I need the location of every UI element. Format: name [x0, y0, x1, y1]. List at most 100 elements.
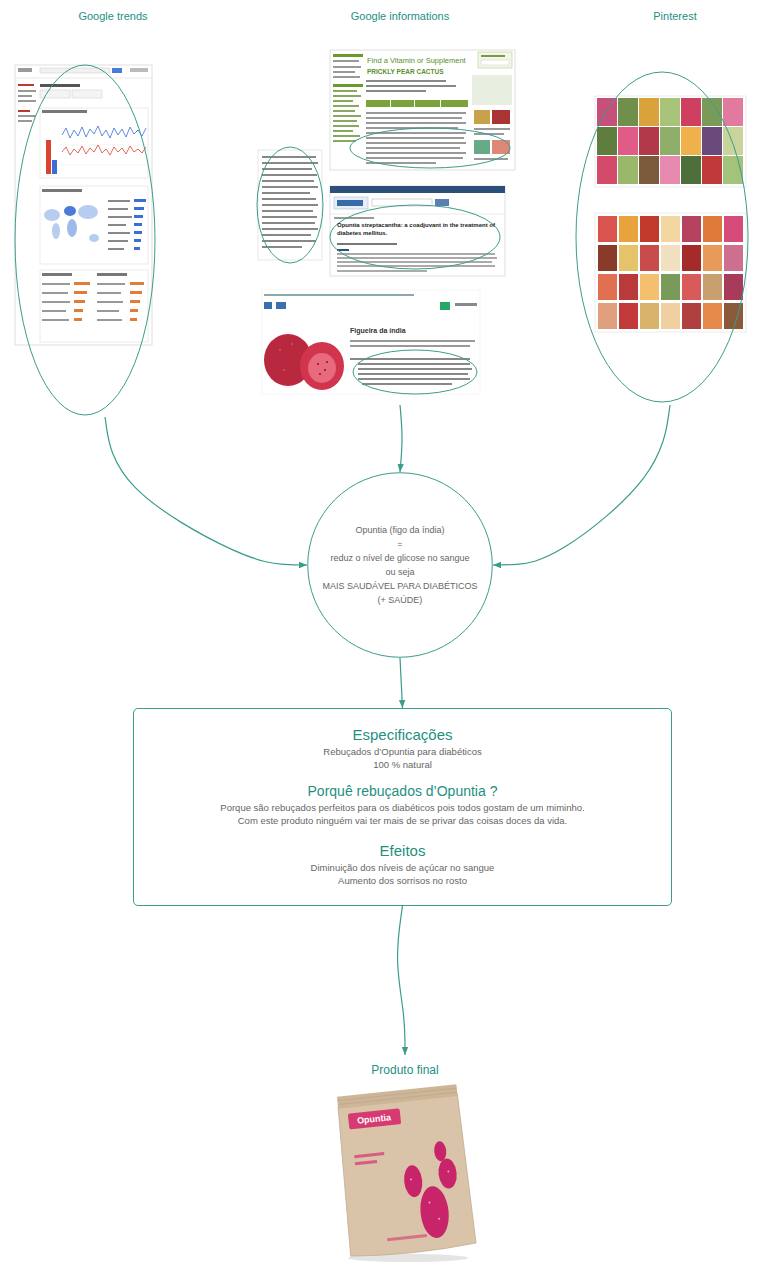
circle-outline — [308, 473, 493, 658]
trends-screenshot — [108, 224, 126, 226]
pubmed-page — [435, 199, 449, 206]
supplement-page — [333, 120, 357, 122]
text-snippet — [262, 156, 316, 158]
trends-screenshot — [108, 240, 128, 242]
circle-text: MAIS SAUDÁVEL PARA DIABÉTICOS — [322, 579, 477, 593]
text-snippet — [262, 192, 310, 194]
trends-screenshot — [134, 199, 146, 202]
pinterest-board — [639, 156, 659, 184]
pinterest-board — [618, 98, 638, 126]
trends-screenshot — [97, 310, 119, 312]
node-outline — [8, 5, 218, 417]
pinterest-board — [640, 245, 659, 271]
pinterest-board — [598, 245, 617, 271]
trends-screenshot — [40, 68, 110, 73]
article-page — [358, 368, 472, 370]
pinterest-board — [723, 127, 743, 155]
article-page — [283, 369, 285, 371]
trends-screenshot — [74, 300, 85, 303]
article-heading: Figueira da índia — [350, 326, 470, 336]
supplement-page — [472, 75, 512, 105]
pinterest-board — [597, 98, 617, 126]
trends-screenshot — [72, 90, 102, 98]
supplement-page — [366, 152, 466, 154]
trends-screenshot — [134, 247, 140, 250]
pubmed-page — [337, 249, 349, 251]
supplement-page — [481, 55, 505, 57]
candy-bag — [348, 1108, 401, 1129]
pubmed-page — [337, 200, 363, 206]
trends-screenshot — [18, 120, 32, 122]
trends-screenshot — [52, 160, 57, 174]
circle-text: ou seja — [385, 565, 414, 579]
article-page — [455, 303, 477, 306]
text-snippet — [262, 234, 311, 236]
article-page — [358, 378, 470, 380]
article-page — [324, 369, 326, 371]
box-text: Aumento dos sorrisos no rosto — [154, 874, 651, 887]
article-page — [362, 383, 452, 385]
trends-screenshot — [108, 208, 128, 210]
trends-screenshot — [44, 209, 60, 221]
supplement-page — [333, 110, 355, 112]
supplement-page — [414, 100, 415, 107]
supplement-page — [366, 112, 466, 114]
node-outline — [250, 5, 550, 405]
supplement-page — [366, 100, 468, 107]
trends-screenshot — [134, 231, 142, 234]
supplement-page — [333, 54, 363, 57]
trends-screenshot — [130, 300, 140, 303]
candy-bag — [428, 1202, 430, 1204]
supplement-page — [366, 147, 460, 149]
trends-screenshot — [42, 310, 66, 312]
text-snippet — [262, 180, 314, 182]
candy-bag — [337, 1084, 458, 1108]
trends-screenshot — [74, 282, 90, 285]
pinterest-board — [640, 274, 659, 300]
supplement-page — [333, 100, 353, 102]
candy-bag — [355, 1160, 377, 1165]
trends-screenshot — [52, 223, 60, 239]
spec-box: EspecificaçõesRebuçados d’Opuntia para d… — [133, 708, 672, 906]
supplement-page — [333, 135, 360, 137]
trends-screenshot — [134, 207, 144, 210]
trends-screenshot — [18, 95, 32, 97]
trends-screenshot — [64, 206, 76, 216]
product-node: Produto final — [320, 1055, 490, 1260]
flow-arrow — [400, 405, 402, 472]
supplement-page — [333, 130, 353, 132]
trends-screenshot — [134, 223, 142, 226]
trends-screenshot — [46, 140, 51, 174]
pinterest-board — [703, 303, 722, 329]
pinterest-board — [660, 156, 680, 184]
pinterest-board — [702, 156, 722, 184]
supplement-page — [333, 84, 363, 87]
box-heading: Especificações — [154, 725, 651, 744]
node-outline — [565, 5, 755, 405]
ellipse-outline — [353, 350, 477, 394]
text-snippet — [258, 150, 322, 260]
supplement-page — [478, 52, 512, 68]
circle-text: (+ SAÚDE) — [378, 593, 423, 607]
text-snippet — [262, 198, 316, 200]
article-page — [308, 353, 336, 383]
supplement-page — [333, 60, 359, 62]
supplement-page — [330, 50, 515, 170]
pinterest-board — [682, 274, 701, 300]
trends-screenshot — [74, 291, 87, 294]
circle-text: = — [397, 537, 402, 551]
pinterest-board — [702, 98, 722, 126]
pinterest-board — [682, 303, 701, 329]
trends-screenshot — [112, 68, 122, 73]
text-snippet — [262, 186, 318, 188]
ellipse-outline — [350, 128, 510, 168]
supplement-page — [366, 142, 466, 144]
trends-screenshot — [40, 108, 148, 178]
article-page — [440, 302, 450, 310]
supplement-page — [333, 90, 357, 92]
pinterest-board — [724, 245, 743, 271]
box-text: Diminuição dos níveis de açúcar no sangu… — [154, 861, 651, 874]
box-text: Com este produto ninguém vai ter mais de… — [154, 814, 651, 827]
trends-screenshot — [18, 115, 36, 117]
